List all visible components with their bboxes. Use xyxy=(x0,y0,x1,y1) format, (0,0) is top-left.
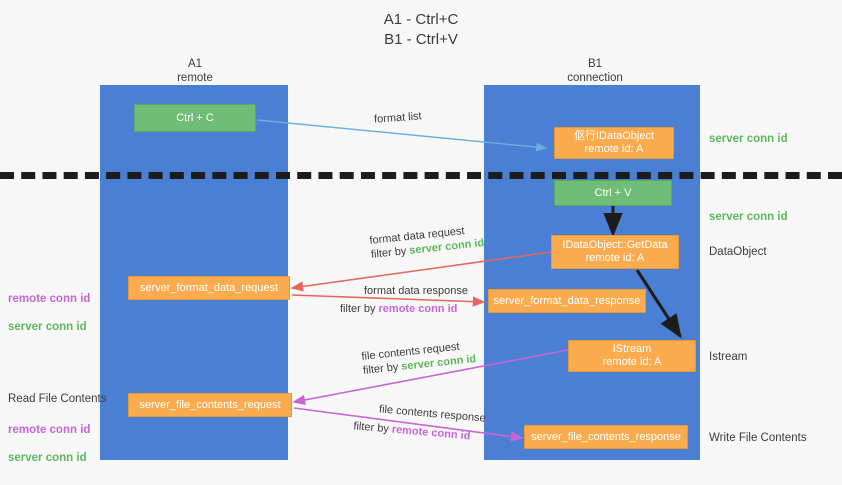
node-server-format-data-request-label: server_format_data_request xyxy=(139,281,279,294)
node-idataobject[interactable]: 伛行IDataObject remote id: A xyxy=(554,127,674,159)
node-ctrl-c-label: Ctrl + C xyxy=(176,111,214,124)
left-label-remote-conn-id: remote conn id xyxy=(8,293,91,305)
left-label-remote-conn-id: remote conn id xyxy=(8,424,91,436)
node-istream-line2: remote id: A xyxy=(602,356,662,368)
node-server-file-contents-request-label: server_file_contents_request xyxy=(139,398,281,411)
lane-title-a1: A1 remote xyxy=(177,58,213,84)
page-title: A1 - Ctrl+C B1 - Ctrl+V xyxy=(383,11,459,48)
right-label-istream: Istream xyxy=(709,351,748,363)
node-ctrl-v-label: Ctrl + V xyxy=(594,186,632,199)
node-server-format-data-response[interactable]: server_format_data_response xyxy=(488,289,646,313)
node-getdata-line2: remote id: A xyxy=(585,252,645,264)
filter-prefix: filter by xyxy=(340,303,379,315)
arrow-format-list xyxy=(256,119,548,152)
left-label-read-file-contents: Read File Contents xyxy=(8,393,107,405)
right-label-write-file-contents: Write File Contents xyxy=(709,432,807,444)
node-getdata-line1: IDataObject::GetData xyxy=(562,239,668,251)
arrow-file-contents-request xyxy=(292,349,569,405)
node-istream[interactable]: IStream remote id: A xyxy=(568,340,696,372)
edge-label-format-list-text: format list xyxy=(373,110,423,126)
left-label-conn-pair-bottom: remote conn id server conn id xyxy=(8,409,90,479)
phase-divider xyxy=(0,172,842,179)
node-getdata[interactable]: IDataObject::GetData remote id: A xyxy=(551,235,679,269)
filter-prefix: filter by xyxy=(362,360,402,377)
node-ctrl-v[interactable]: Ctrl + V xyxy=(554,180,672,206)
right-label-server-conn-top: server conn id xyxy=(709,133,788,145)
arrow-getdata-to-istream xyxy=(635,269,682,339)
node-ctrl-c[interactable]: Ctrl + C xyxy=(134,104,256,132)
arrow-format-data-request xyxy=(290,251,552,292)
right-label-server-conn-second: server conn id xyxy=(709,211,788,223)
lane-title-b1: B1 connection xyxy=(567,58,623,84)
node-server-file-contents-response[interactable]: server_file_contents_response xyxy=(524,425,688,449)
node-server-file-contents-request[interactable]: server_file_contents_request xyxy=(128,393,292,417)
left-label-conn-pair-top: remote conn id server conn id xyxy=(8,278,90,348)
node-server-file-contents-response-label: server_file_contents_response xyxy=(531,430,681,443)
left-label-server-conn-id: server conn id xyxy=(8,321,87,333)
arrow-file-contents-response xyxy=(293,407,524,442)
node-server-format-data-request[interactable]: server_format_data_request xyxy=(128,276,290,300)
arrow-format-data-response xyxy=(291,294,486,307)
filter-prefix: filter by xyxy=(370,244,410,261)
node-idataobject-line2: remote id: A xyxy=(584,143,644,155)
node-server-format-data-response-label: server_format_data_response xyxy=(493,294,641,307)
node-istream-line1: IStream xyxy=(612,343,652,355)
edge-label-format-data-response-filter: filter by remote conn id xyxy=(340,302,468,316)
filter-prefix: filter by xyxy=(352,420,393,436)
edge-label-format-data-response: format data response filter by remote co… xyxy=(340,284,468,316)
filter-tag-remote-conn-id: remote conn id xyxy=(378,303,458,315)
node-idataobject-line1: 伛行IDataObject xyxy=(573,130,655,142)
edge-label-format-data-response-line1: format data response xyxy=(364,285,468,297)
right-label-dataobject: DataObject xyxy=(709,246,767,258)
left-label-server-conn-id: server conn id xyxy=(8,452,87,464)
